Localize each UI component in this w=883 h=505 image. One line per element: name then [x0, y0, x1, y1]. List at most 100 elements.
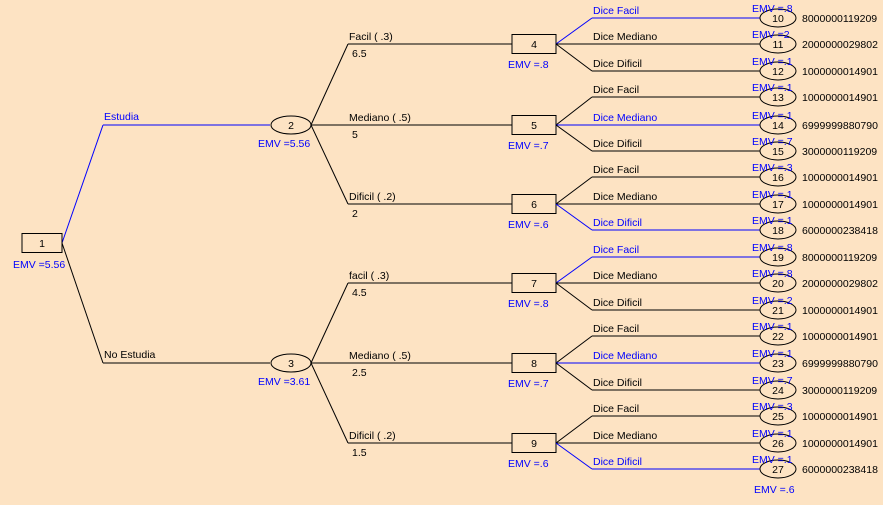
- branch-line: [555, 43, 593, 72]
- emv-label: EMV =.1: [752, 348, 793, 360]
- terminal-node-label: 15: [772, 146, 784, 158]
- terminal-node[interactable]: [759, 406, 797, 426]
- terminal-node-label: 17: [772, 199, 784, 211]
- option-label: Dice Facil: [593, 84, 639, 96]
- outcome-value: 6.5: [352, 48, 367, 60]
- emv-label: EMV =.1: [752, 189, 793, 201]
- option-label: Dice Mediano: [593, 191, 657, 203]
- emv-label: EMV =.2: [752, 295, 793, 307]
- emv-label: EMV =3.61: [258, 376, 310, 388]
- branch-line: [310, 43, 349, 126]
- decision-node-label: 4: [531, 39, 537, 51]
- emv-label: EMV =.7: [752, 375, 793, 387]
- terminal-node-label: 10: [772, 13, 784, 25]
- terminal-node[interactable]: [759, 115, 797, 135]
- option-label: Dice Dificil: [593, 297, 642, 309]
- terminal-node[interactable]: [759, 8, 797, 28]
- terminal-node[interactable]: [759, 141, 797, 161]
- option-label: Dice Facil: [593, 164, 639, 176]
- terminal-node[interactable]: [759, 459, 797, 479]
- emv-label: EMV =.6: [754, 484, 795, 496]
- emv-label: EMV =.1: [752, 82, 793, 94]
- terminal-node-label: 12: [772, 66, 784, 78]
- terminal-node-label: 21: [772, 305, 784, 317]
- terminal-node[interactable]: [759, 247, 797, 267]
- outcome-label: Dificil ( .2): [349, 191, 396, 203]
- terminal-value: 8000000119209: [802, 252, 877, 264]
- terminal-node[interactable]: [759, 87, 797, 107]
- outcome-label: Facil ( .3): [349, 31, 393, 43]
- terminal-node[interactable]: [759, 326, 797, 346]
- emv-label: EMV =.1: [752, 428, 793, 440]
- emv-label: EMV =.1: [752, 321, 793, 333]
- branch-line: [555, 362, 593, 391]
- branch-line: [555, 335, 593, 364]
- emv-label: EMV =.8: [752, 242, 793, 254]
- terminal-value: 2000000029802: [802, 39, 878, 51]
- terminal-node-label: 23: [772, 358, 784, 370]
- outcome-value: 1.5: [352, 447, 367, 459]
- emv-label: EMV =.8: [508, 59, 549, 71]
- option-label: Dice Dificil: [593, 217, 642, 229]
- outcome-value: 2: [352, 208, 358, 220]
- terminal-node[interactable]: [759, 220, 797, 240]
- decision-node-label: 9: [531, 438, 537, 450]
- emv-label: EMV =.6: [508, 219, 549, 231]
- branch-line: [555, 96, 593, 126]
- terminal-value: 6000000238418: [802, 464, 878, 476]
- terminal-node[interactable]: [759, 353, 797, 373]
- emv-label: EMV =.3: [752, 162, 793, 174]
- terminal-value: 1000000014901: [802, 438, 878, 450]
- terminal-value: 1000000014901: [802, 331, 878, 343]
- option-label: Dice Mediano: [593, 350, 657, 362]
- branch-line: [555, 282, 593, 311]
- terminal-value: 1000000014901: [802, 305, 878, 317]
- branch-line: [555, 442, 593, 470]
- terminal-node[interactable]: [759, 380, 797, 400]
- terminal-node-label: 22: [772, 331, 784, 343]
- emv-label: EMV =.3: [752, 401, 793, 413]
- option-label: Dice Mediano: [593, 430, 657, 442]
- branch-line: [310, 124, 349, 205]
- outcome-label: Dificil ( .2): [349, 430, 396, 442]
- option-label: Dice Dificil: [593, 377, 642, 389]
- terminal-value: 3000000119209: [802, 385, 877, 397]
- emv-label: EMV =.8: [752, 3, 793, 15]
- branch-line: [555, 124, 593, 152]
- emv-label: EMV =.1: [752, 56, 793, 68]
- terminal-value: 1000000014901: [802, 172, 878, 184]
- emv-label: EMV =.8: [508, 298, 549, 310]
- branch-label: Estudia: [104, 111, 139, 123]
- terminal-value: 3000000119209: [802, 146, 877, 158]
- decision-node-label: 8: [531, 358, 537, 370]
- outcome-value: 4.5: [352, 287, 367, 299]
- terminal-node[interactable]: [759, 300, 797, 320]
- terminal-node[interactable]: [759, 433, 797, 453]
- terminal-value: 1000000014901: [802, 92, 878, 104]
- option-label: Dice Dificil: [593, 138, 642, 150]
- emv-label: EMV =.1: [752, 454, 793, 466]
- terminal-value: 6999999880790: [802, 120, 878, 132]
- terminal-node-label: 18: [772, 225, 784, 237]
- terminal-node-label: 20: [772, 278, 784, 290]
- terminal-value: 6999999880790: [802, 358, 878, 370]
- decision-node-label: 5: [531, 120, 537, 132]
- terminal-node[interactable]: [759, 61, 797, 81]
- terminal-node-label: 13: [772, 92, 784, 104]
- terminal-value: 2000000029802: [802, 278, 878, 290]
- outcome-label: Mediano ( .5): [349, 350, 411, 362]
- emv-label: EMV =2: [752, 29, 790, 41]
- terminal-node[interactable]: [759, 273, 797, 293]
- option-label: Dice Facil: [593, 403, 639, 415]
- terminal-node[interactable]: [759, 34, 797, 54]
- terminal-node[interactable]: [759, 194, 797, 214]
- terminal-node-label: 25: [772, 411, 784, 423]
- terminal-value: 1000000014901: [802, 411, 878, 423]
- branch-line: [61, 124, 104, 244]
- branch-line: [555, 415, 593, 444]
- decision-node[interactable]: [21, 233, 63, 253]
- terminal-node[interactable]: [759, 167, 797, 187]
- emv-label: EMV =5.56: [258, 138, 310, 150]
- branch-line: [555, 176, 593, 205]
